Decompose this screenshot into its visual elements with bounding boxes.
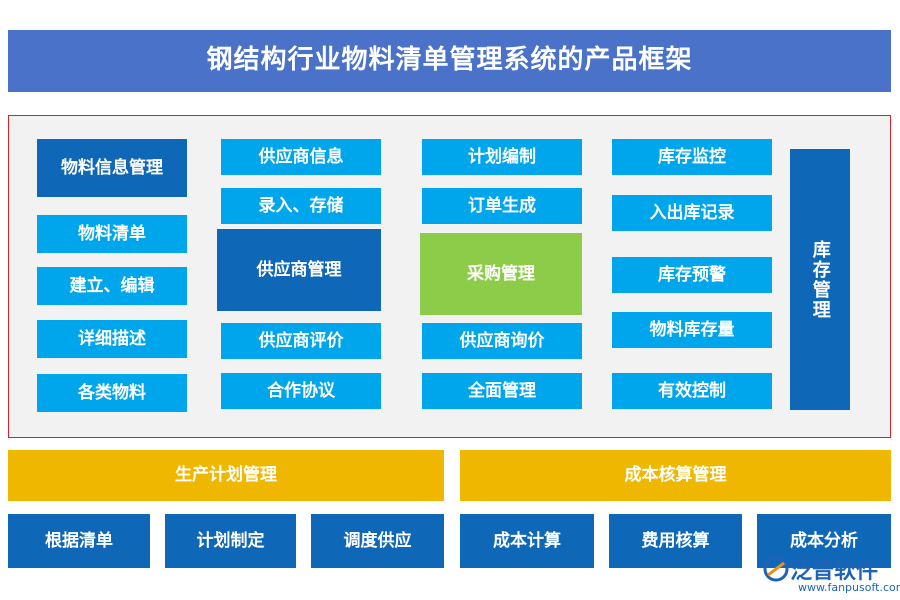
- supplier-item: 合作协议: [221, 373, 381, 409]
- cost-item: 成本计算: [460, 514, 594, 568]
- supplier-item: 供应商信息: [221, 139, 381, 175]
- inventory-management: 库存管理: [790, 149, 850, 410]
- material-item: 物料清单: [37, 215, 187, 253]
- fanpu-logo: 泛普软件 www.fanpusoft.com: [762, 553, 900, 597]
- supplier-management: 供应商管理: [217, 229, 381, 311]
- supplier-item: 录入、存储: [221, 188, 381, 224]
- cost-item: 费用核算: [609, 514, 742, 568]
- inventory-item: 有效控制: [612, 373, 772, 409]
- purchase-item: 全面管理: [422, 373, 582, 409]
- production-item: 根据清单: [8, 514, 150, 568]
- material-item: 建立、编辑: [37, 267, 187, 305]
- page-title: 钢结构行业物料清单管理系统的产品框架: [8, 30, 891, 92]
- supplier-item: 供应商评价: [221, 323, 381, 359]
- logo-mark-icon: [763, 556, 789, 582]
- production-item: 计划制定: [165, 514, 296, 568]
- inventory-item: 库存预警: [612, 257, 772, 293]
- material-item: 各类物料: [37, 374, 187, 412]
- material-item: 详细描述: [37, 320, 187, 358]
- cost-accounting-management: 成本核算管理: [460, 450, 891, 501]
- purchase-management: 采购管理: [420, 233, 582, 315]
- purchase-item: 供应商询价: [422, 323, 582, 359]
- purchase-item: 订单生成: [422, 188, 582, 224]
- inventory-item: 库存监控: [612, 139, 772, 175]
- inventory-item: 物料库存量: [612, 312, 772, 348]
- purchase-item: 计划编制: [422, 139, 582, 175]
- production-item: 调度供应: [311, 514, 444, 568]
- inventory-item: 入出库记录: [612, 195, 772, 231]
- material-info-management: 物料信息管理: [37, 139, 187, 197]
- logo-name: 泛普软件: [790, 559, 879, 584]
- logo-url: www.fanpusoft.com: [798, 581, 900, 594]
- production-plan-management: 生产计划管理: [8, 450, 444, 501]
